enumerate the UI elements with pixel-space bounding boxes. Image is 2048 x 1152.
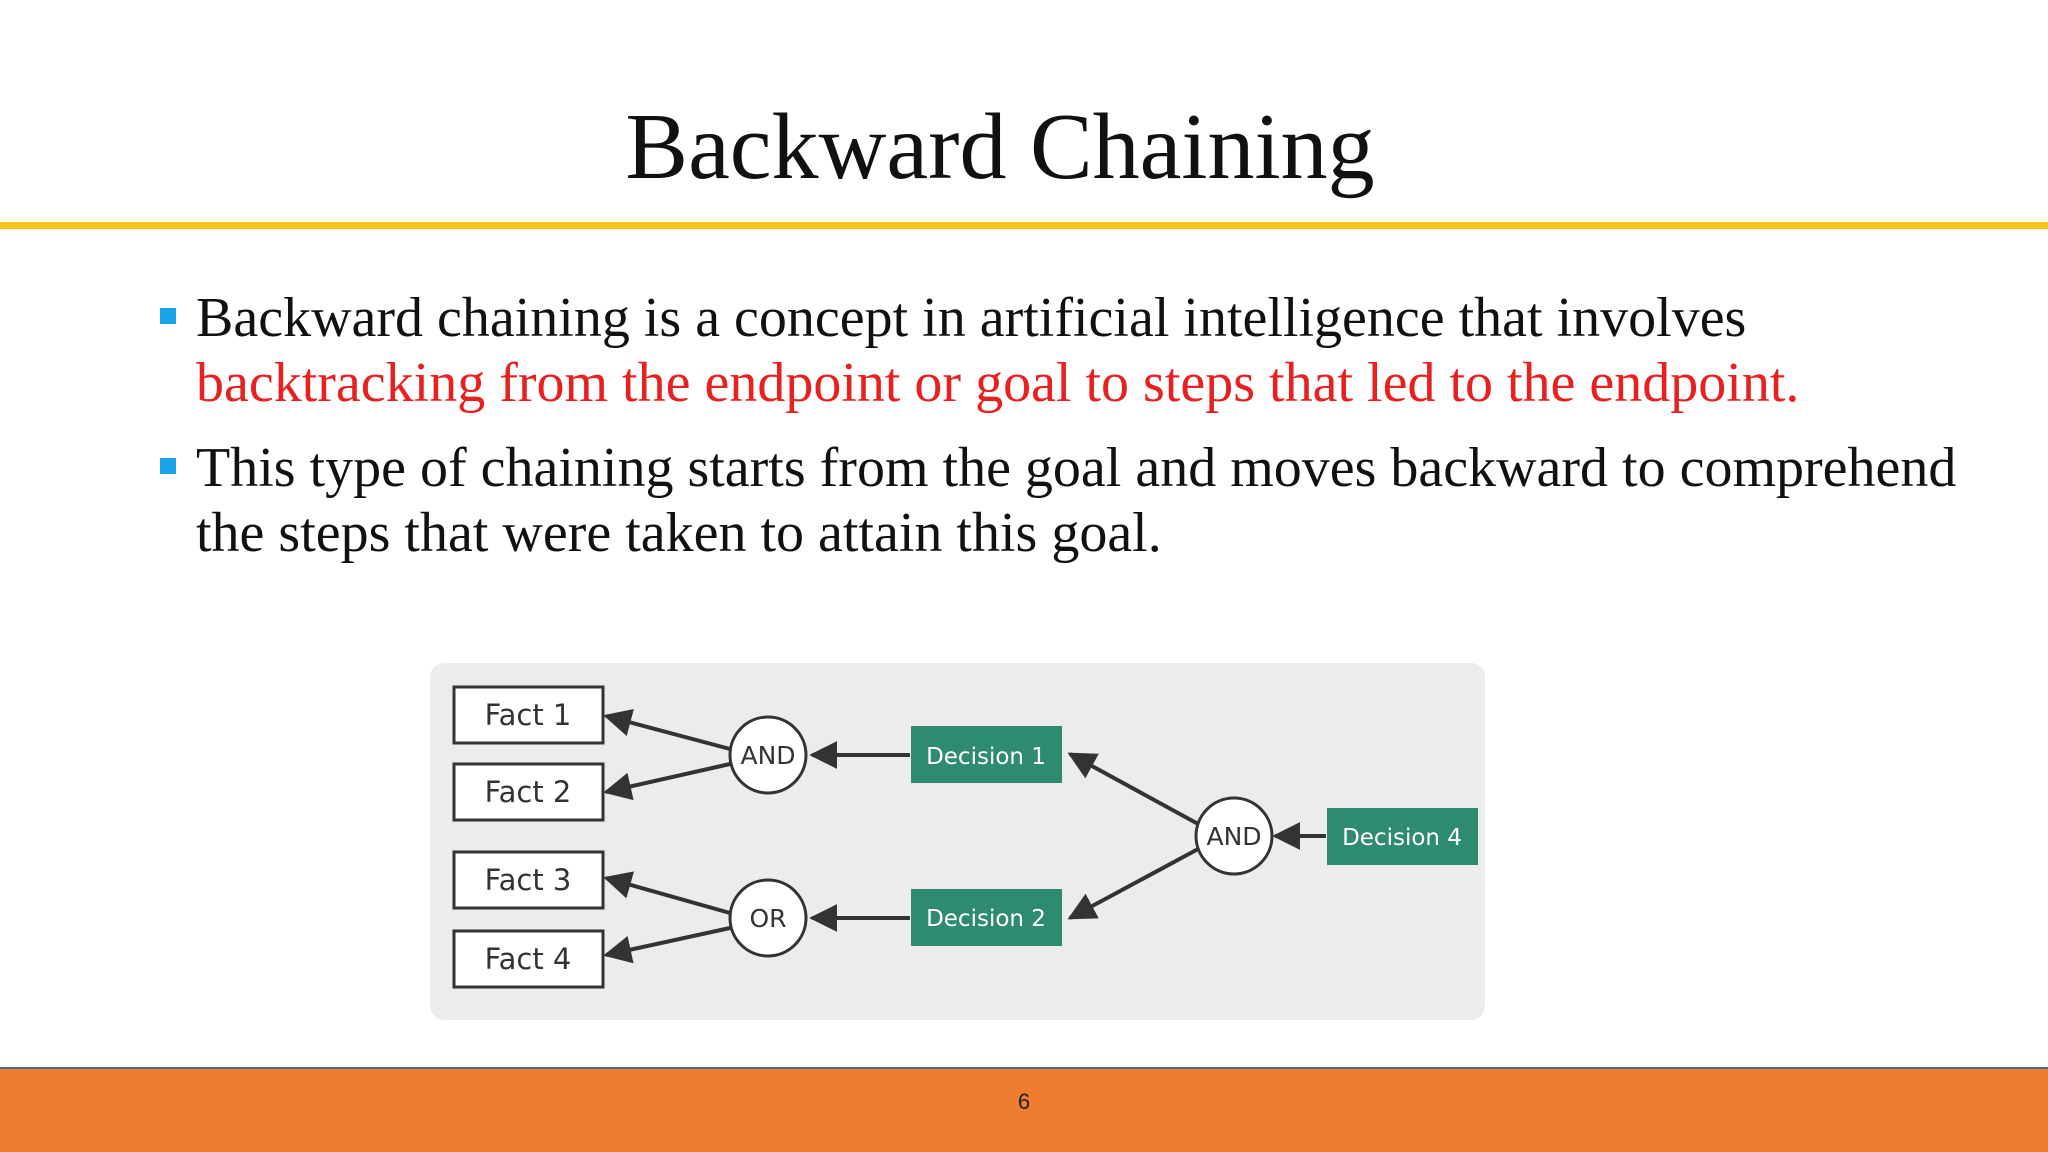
bullet-2-text: This type of chaining starts from the go… xyxy=(196,437,1957,564)
title-underline xyxy=(0,222,2048,229)
decision-1-label: Decision 1 xyxy=(926,744,1046,770)
arrow-or-to-fact4 xyxy=(603,926,731,964)
fact-4-label: Fact 4 xyxy=(485,942,572,976)
and-gate-top: AND xyxy=(728,715,808,795)
bullet-item-1: Backward chaining is a concept in artifi… xyxy=(160,286,1960,416)
page-number: 6 xyxy=(1017,1089,1031,1114)
bullet-1-highlight: backtracking from the endpoint or goal t… xyxy=(196,352,1800,414)
or-gate-bottom-label: OR xyxy=(749,904,786,933)
bullet-square-icon xyxy=(160,458,176,474)
decision-2-label: Decision 2 xyxy=(926,906,1046,932)
arrow-and-to-decision2 xyxy=(1067,846,1201,920)
diagram-background xyxy=(430,663,1485,1020)
decision-box-2: Decision 2 xyxy=(911,889,1062,946)
footer-bar: 6 xyxy=(0,1067,2048,1152)
fact-box-2: Fact 2 xyxy=(452,762,605,822)
fact-box-3: Fact 3 xyxy=(452,850,605,910)
fact-box-4: Fact 4 xyxy=(452,929,605,989)
bullet-square-icon xyxy=(160,308,176,324)
arrow-or-to-fact3 xyxy=(603,871,731,915)
fact-3-label: Fact 3 xyxy=(485,863,572,897)
fact-box-1: Fact 1 xyxy=(452,685,605,745)
backward-chaining-diagram: Fact 1 Fact 2 Fact 3 Fact 4 AND OR AND xyxy=(430,663,1485,1020)
arrow-and-to-decision1 xyxy=(1067,752,1201,827)
and-gate-right: AND xyxy=(1194,796,1274,876)
decision-box-1: Decision 1 xyxy=(911,726,1062,783)
bullet-1-text: Backward chaining is a concept in artifi… xyxy=(196,287,1747,349)
slide-title: Backward Chaining xyxy=(625,95,1375,199)
or-gate-bottom: OR xyxy=(728,878,808,958)
diagram-arrows xyxy=(603,708,1326,964)
decision-box-4: Decision 4 xyxy=(1327,808,1478,865)
fact-1-label: Fact 1 xyxy=(485,698,572,732)
decision-4-label: Decision 4 xyxy=(1342,825,1462,851)
fact-2-label: Fact 2 xyxy=(485,775,572,809)
arrow-and-to-fact2 xyxy=(603,762,731,801)
bullet-list: Backward chaining is a concept in artifi… xyxy=(160,286,1960,586)
arrow-and-to-fact1 xyxy=(603,708,731,751)
and-gate-right-label: AND xyxy=(1206,822,1261,851)
and-gate-top-label: AND xyxy=(740,741,795,770)
bullet-item-2: This type of chaining starts from the go… xyxy=(160,436,1960,566)
